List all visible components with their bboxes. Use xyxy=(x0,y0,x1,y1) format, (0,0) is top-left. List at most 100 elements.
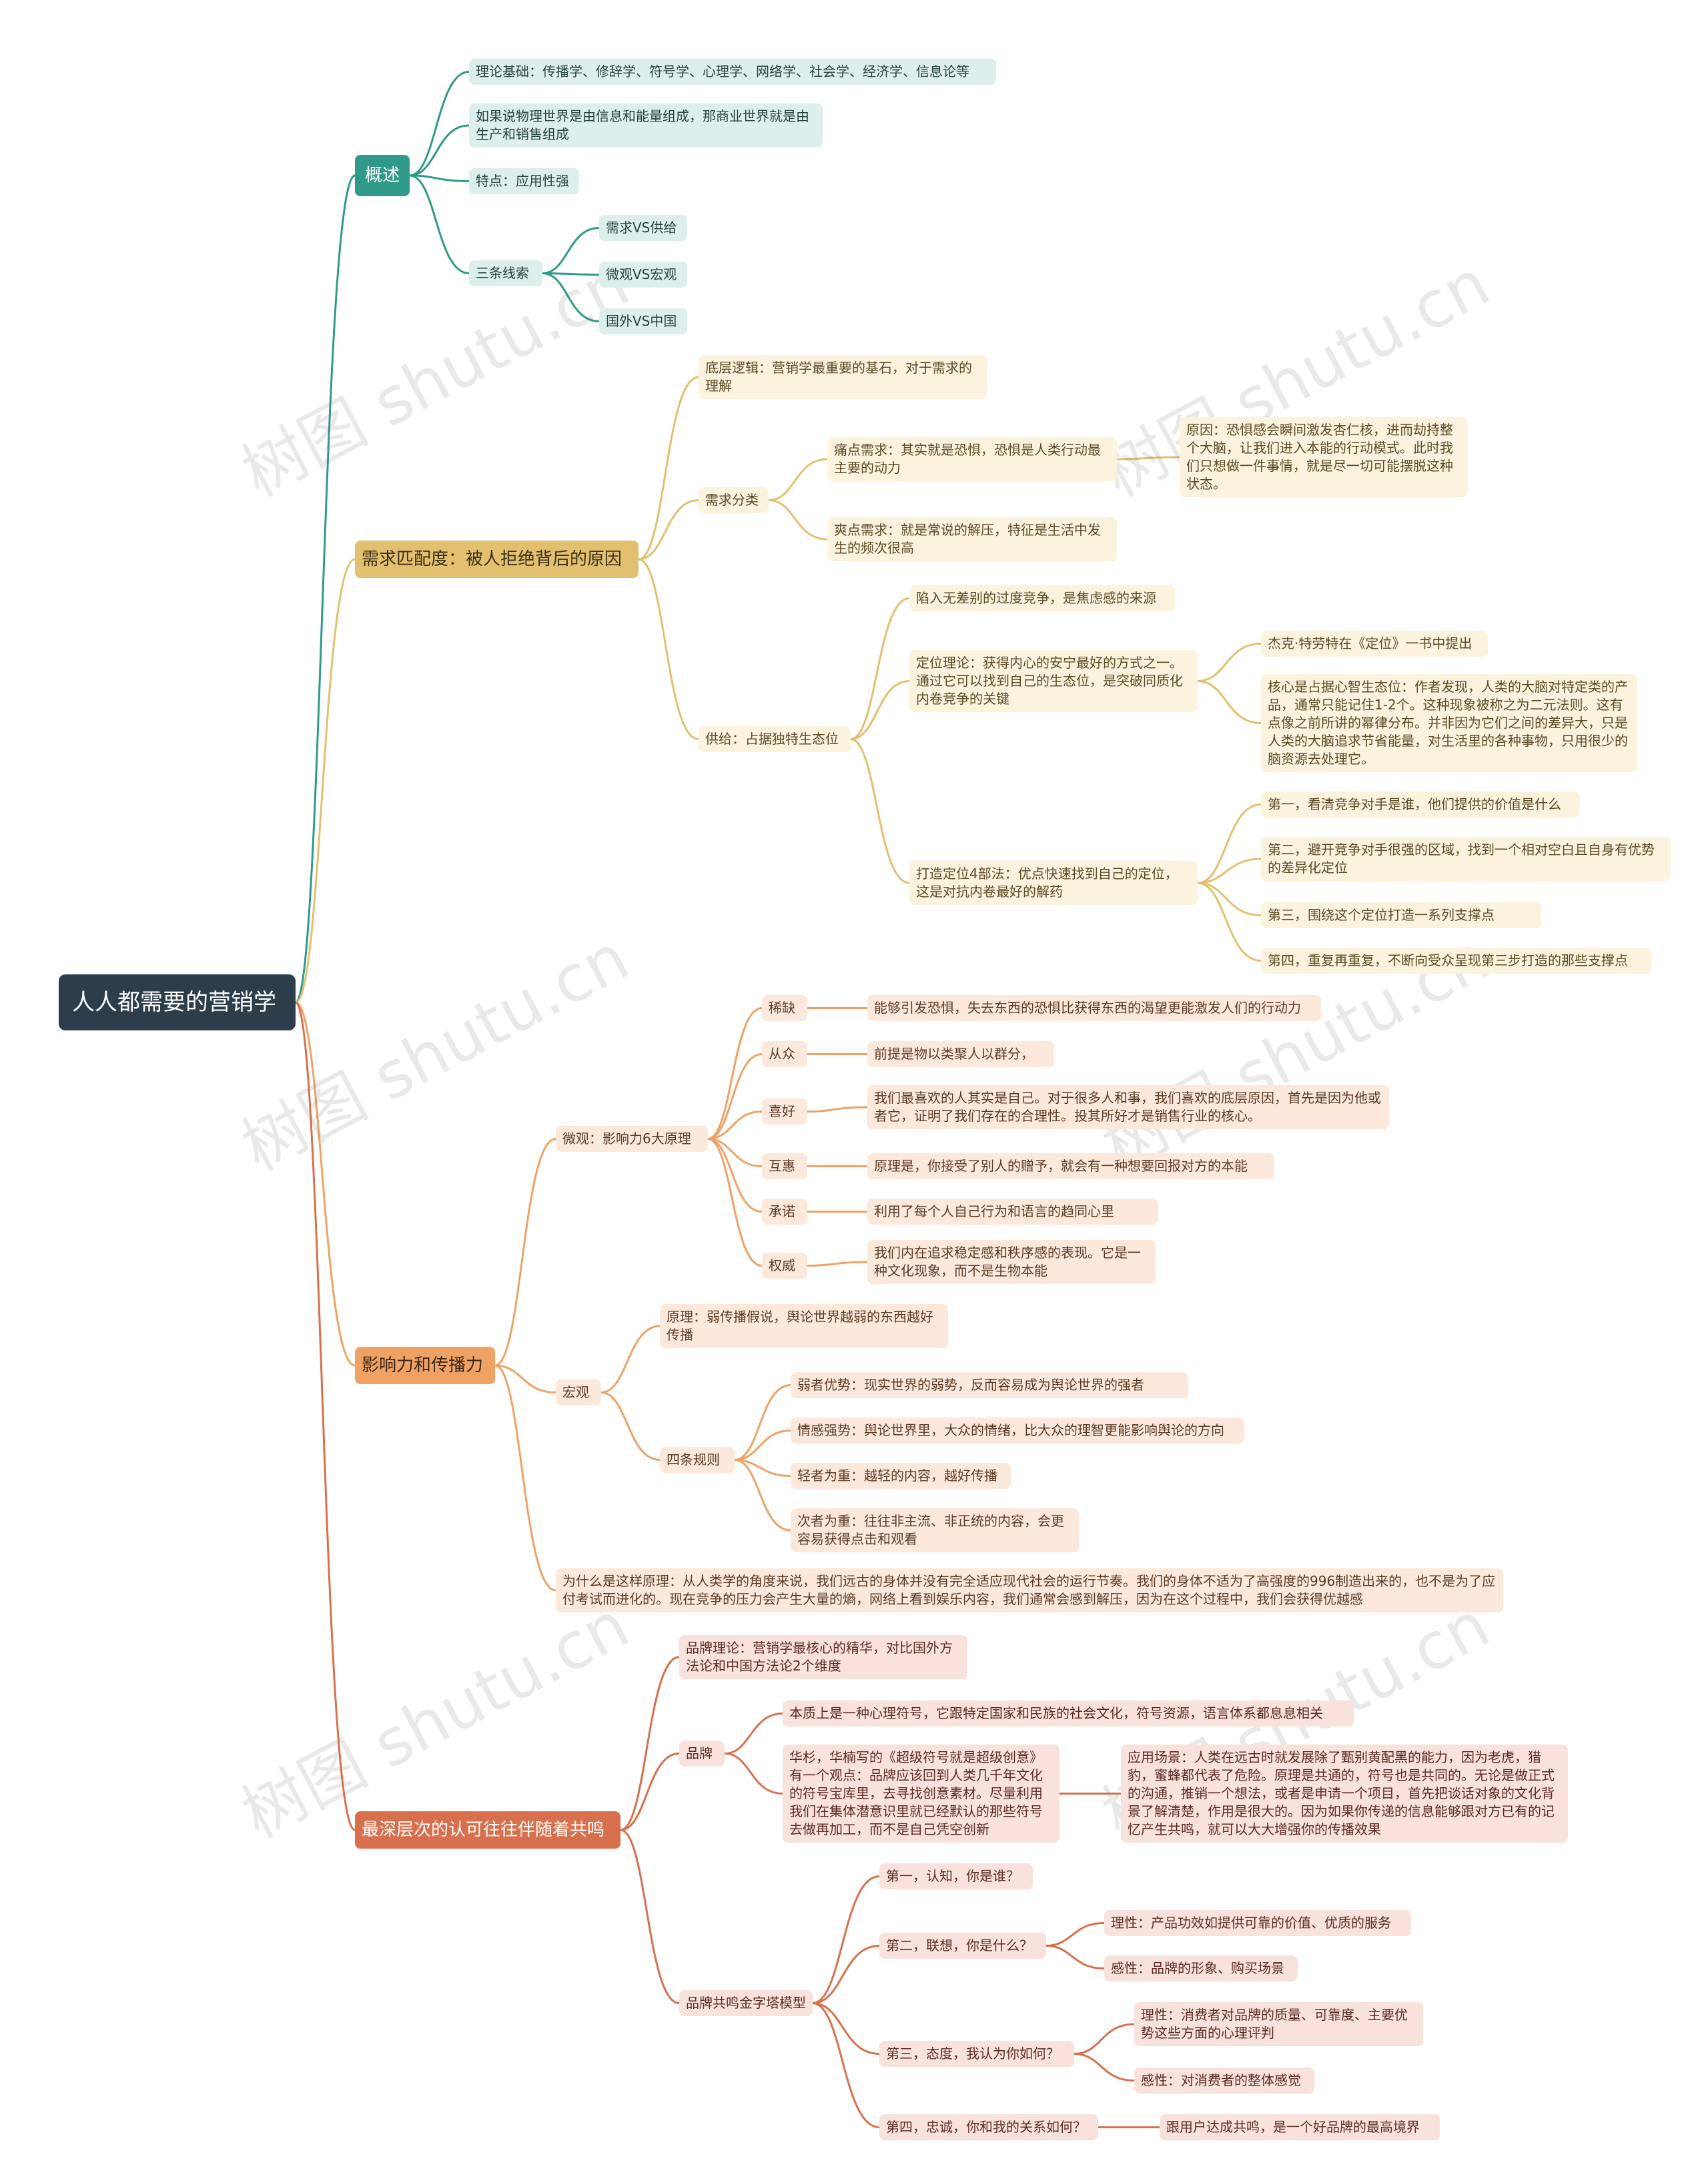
node-step-2[interactable]: 第二，避开竞争对手很强的区域，找到一个相对空白且自身有优势的差异化定位 xyxy=(1261,837,1671,881)
connector-line xyxy=(734,1384,791,1461)
node-demand-supply[interactable]: 需求VS供给 xyxy=(599,215,687,241)
node-foreign-china[interactable]: 国外VS中国 xyxy=(599,308,687,334)
connector-line xyxy=(1074,2053,1135,2082)
node-conformity-desc[interactable]: 前提是物以类聚人以群分， xyxy=(867,1041,1054,1067)
connector-line xyxy=(734,1430,791,1461)
node-liking[interactable]: 喜好 xyxy=(762,1099,807,1125)
node-step-4[interactable]: 第四，重复再重复，不断向受众呈现第三步打造的那些支撑点 xyxy=(1261,948,1651,974)
root-topic[interactable]: 人人都需要的营销学 xyxy=(59,974,296,1030)
node-four-rules[interactable]: 四条规则 xyxy=(660,1447,735,1473)
node-feature[interactable]: 特点：应用性强 xyxy=(469,168,579,194)
node-positioning-theory[interactable]: 定位理论：获得内心的安宁最好的方式之一。通过它可以找到自己的生态位，是突破同质化… xyxy=(909,650,1198,712)
connector-line xyxy=(707,1007,763,1140)
connector-line xyxy=(707,1138,763,1213)
node-three-threads[interactable]: 三条线索 xyxy=(469,260,542,286)
connector-line xyxy=(1045,1945,1105,1969)
connector-line xyxy=(768,499,828,541)
connector-line xyxy=(294,174,356,1004)
node-brand-essence[interactable]: 本质上是一种心理符号，它跟特定国家和民族的社会文化，符号资源，语言体系都息息相关 xyxy=(783,1700,1354,1727)
connector-line xyxy=(295,558,356,1004)
node-pyr-4-resonance[interactable]: 跟用户达成共鸣，是一个好品牌的最高境界 xyxy=(1160,2114,1440,2140)
node-business-world[interactable]: 如果说物理世界是由信息和能量组成，那商业世界就是由生产和销售组成 xyxy=(469,103,823,147)
node-step-1[interactable]: 第一，看清竞争对手是谁，他们提供的价值是什么 xyxy=(1261,792,1580,818)
node-supply[interactable]: 供给：占据独特生态位 xyxy=(699,726,851,752)
node-pyramid[interactable]: 品牌共鸣金字塔模型 xyxy=(679,1990,813,2016)
node-scarcity-desc[interactable]: 能够引发恐惧，失去东西的恐惧比获得东西的渴望更能激发人们的行动力 xyxy=(867,995,1321,1021)
connector-line xyxy=(1197,882,1262,916)
connector-line xyxy=(295,1001,356,1367)
node-base-logic[interactable]: 底层逻辑：营销学最重要的基石，对于需求的理解 xyxy=(699,355,987,399)
node-commitment[interactable]: 承诺 xyxy=(762,1199,807,1225)
node-pain-demand[interactable]: 痛点需求：其实就是恐惧，恐惧是人类行动最主要的动力 xyxy=(827,437,1117,481)
node-reciprocity[interactable]: 互惠 xyxy=(762,1153,807,1179)
node-macro[interactable]: 宏观 xyxy=(556,1379,601,1406)
node-authority[interactable]: 权威 xyxy=(762,1253,807,1279)
node-mind-niche[interactable]: 核心是占据心智生态位：作者发现，人类的大脑对特定类的产品，通常只能记住1-2个。… xyxy=(1261,674,1637,772)
node-demand-class[interactable]: 需求分类 xyxy=(699,487,769,513)
connector-line xyxy=(724,1713,783,1755)
node-step-3[interactable]: 第三，围绕这个定位打造一系列支撑点 xyxy=(1261,902,1541,928)
node-commitment-desc[interactable]: 利用了每个人自己行为和语言的趋同心里 xyxy=(867,1199,1158,1225)
connector-line xyxy=(494,1364,556,1393)
connector-line xyxy=(807,1261,868,1267)
connector-line xyxy=(1116,456,1180,460)
node-pyr-3-emotional[interactable]: 感性：对消费者的整体感觉 xyxy=(1134,2068,1314,2094)
node-brand-theory[interactable]: 品牌理论：营销学最核心的精华，对比国外方法论和中国方法论2个维度 xyxy=(679,1635,967,1679)
node-weak-spread[interactable]: 原理：弱传播假说，舆论世界越弱的东西越好传播 xyxy=(660,1304,948,1348)
node-pyr-2-rational[interactable]: 理性：产品功效如提供可靠的价值、优质的服务 xyxy=(1104,1910,1411,1936)
node-reciprocity-desc[interactable]: 原理是，你接受了别人的赠予，就会有一种想要回报对方的本能 xyxy=(867,1153,1274,1179)
connector-line xyxy=(1197,643,1262,682)
branch-resonance[interactable]: 最深层次的认可往往伴随着共鸣 xyxy=(355,1811,620,1849)
connector-line xyxy=(707,1138,763,1167)
connector-line xyxy=(734,1459,791,1477)
node-rule-secondary[interactable]: 次者为重：往往非主流、非正统的内容，会更容易获得点击和观看 xyxy=(791,1508,1079,1552)
node-pyr-3[interactable]: 第三，态度，我认为你如何？ xyxy=(879,2041,1074,2067)
node-pain-reason[interactable]: 原因：恐惧感会瞬间激发杏仁核，进而劫持整个大脑，让我们进入本能的行动模式。此时我… xyxy=(1180,417,1468,497)
connector-line xyxy=(812,1875,880,2004)
connector-line xyxy=(707,1138,763,1267)
branch-demand-match[interactable]: 需求匹配度：被人拒绝背后的原因 xyxy=(355,541,638,578)
node-pyr-2[interactable]: 第二，联想，你是什么？ xyxy=(879,1933,1046,1959)
node-micro-macro[interactable]: 微观VS宏观 xyxy=(599,262,687,288)
node-application[interactable]: 应用场景：人类在远古时就发展除了甄别黄配黑的能力，因为老虎，猎豹，蜜蜂都代表了危… xyxy=(1121,1745,1568,1843)
connector-line xyxy=(724,1753,783,1795)
connector-line xyxy=(409,174,470,182)
connector-line xyxy=(638,376,699,561)
node-pyr-2-emotional[interactable]: 感性：品牌的形象、购买场景 xyxy=(1104,1955,1298,1981)
node-four-steps[interactable]: 打造定位4部法：优点快速找到自己的定位，这是对抗内卷最好的解药 xyxy=(909,861,1198,905)
connector-line xyxy=(807,1106,868,1113)
node-brand[interactable]: 品牌 xyxy=(679,1741,725,1767)
node-micro[interactable]: 微观：影响力6大原理 xyxy=(556,1126,708,1152)
node-scarcity[interactable]: 稀缺 xyxy=(762,995,807,1021)
node-rule-emotion[interactable]: 情感强势：舆论世界里，大众的情绪，比大众的理智更能影响舆论的方向 xyxy=(791,1418,1244,1444)
node-theory-basis[interactable]: 理论基础：传播学、修辞学、符号学、心理学、网络学、社会学、经济学、信息论等 xyxy=(469,59,996,85)
node-super-symbol[interactable]: 华杉，华楠写的《超级符号就是超级创意》有一个观点：品牌应该回到人类几千年文化的符… xyxy=(783,1745,1059,1843)
node-trout[interactable]: 杰克·特劳特在《定位》一书中提出 xyxy=(1261,631,1488,657)
node-pyr-4[interactable]: 第四，忠诚，你和我的关系如何？ xyxy=(879,2114,1098,2140)
node-rule-light[interactable]: 轻者为重：越轻的内容，越好传播 xyxy=(791,1463,1011,1489)
connector-line xyxy=(542,272,600,276)
connector-line xyxy=(409,71,470,177)
node-rule-weak[interactable]: 弱者优势：现实世界的弱势，反而容易成为舆论世界的强者 xyxy=(791,1372,1188,1398)
connector-line xyxy=(850,597,910,740)
branch-influence[interactable]: 影响力和传播力 xyxy=(355,1347,495,1384)
node-over-competition[interactable]: 陷入无差别的过度竞争，是焦虑感的来源 xyxy=(909,585,1175,611)
connector-line xyxy=(620,1753,680,1831)
connector-line xyxy=(1045,1922,1105,1947)
branch-overview[interactable]: 概述 xyxy=(355,155,410,196)
node-authority-desc[interactable]: 我们内在追求稳定感和秩序感的表现。它是一种文化现象，而不是生物本能 xyxy=(867,1240,1156,1284)
connector-line xyxy=(1197,882,1262,962)
node-conformity[interactable]: 从众 xyxy=(762,1041,807,1067)
connector-line xyxy=(850,680,910,740)
node-pyr-1[interactable]: 第一，认知，你是谁？ xyxy=(879,1863,1033,1889)
connector-line xyxy=(734,1459,791,1532)
connector-line xyxy=(638,558,699,740)
node-why[interactable]: 为什么是这样原理：从人类学的角度来说，我们远古的身体并没有完全适应现代社会的运行… xyxy=(556,1568,1503,1612)
node-itch-demand[interactable]: 爽点需求：就是常说的解压，特征是生活中发生的频次很高 xyxy=(827,517,1117,561)
connector-line xyxy=(542,227,600,274)
node-pyr-3-rational[interactable]: 理性：消费者对品牌的质量、可靠度、主要优势这些方面的心理评判 xyxy=(1134,2002,1423,2046)
node-liking-desc[interactable]: 我们最喜欢的人其实是自己。对于很多人和事，我们喜欢的底层原因，首先是因为他或者它… xyxy=(867,1085,1389,1129)
connector-line xyxy=(409,124,470,177)
connector-line xyxy=(542,272,600,322)
